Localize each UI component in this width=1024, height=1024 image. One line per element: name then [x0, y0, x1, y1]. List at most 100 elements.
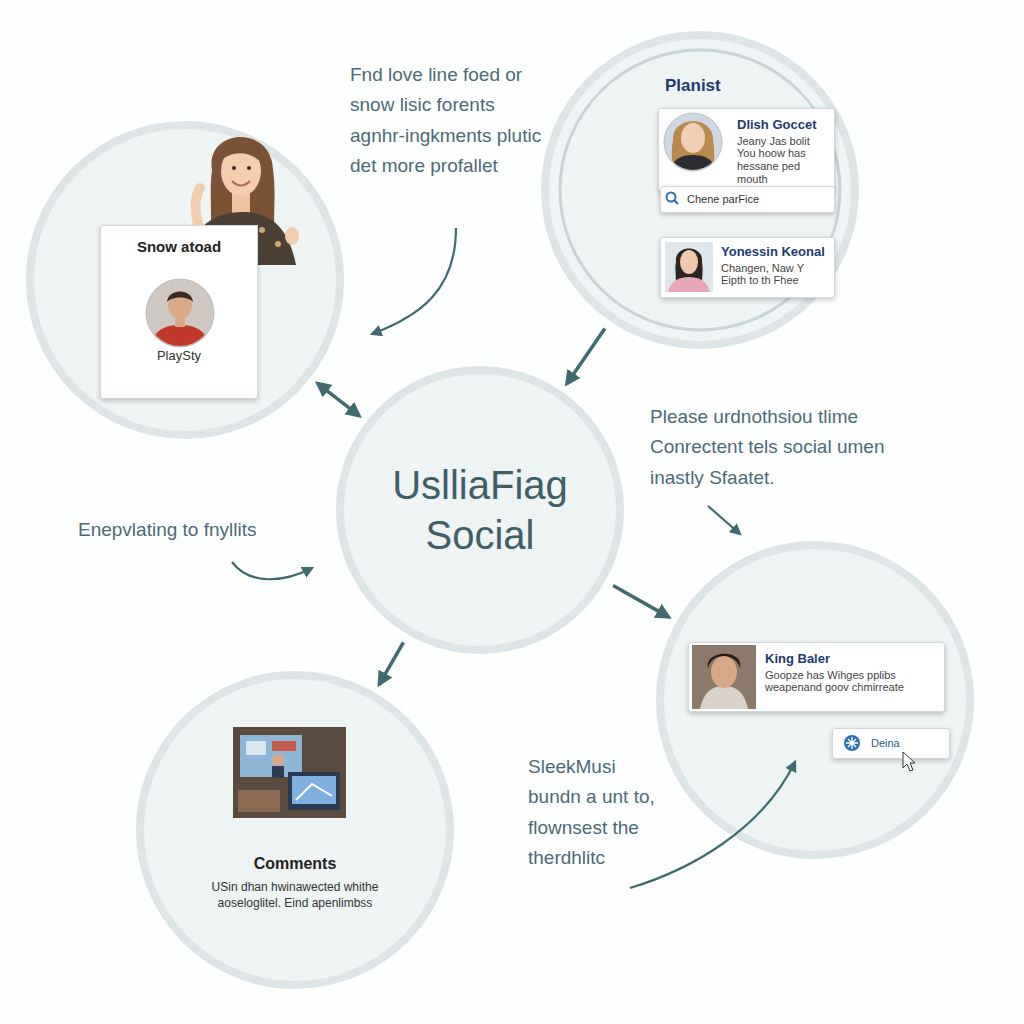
avatar-photo [681, 123, 705, 153]
circle-fill [660, 545, 970, 855]
search-box: Chene parFice [660, 186, 835, 213]
avatar-photo [664, 113, 722, 175]
leader-arrows [232, 228, 795, 888]
section-heading: Comments [254, 854, 337, 873]
card-name: Yonessin Keonal [721, 244, 828, 260]
mouse-cursor [903, 752, 915, 771]
avatar-photo [167, 292, 193, 303]
office-photo [292, 776, 336, 804]
circle-fill [30, 125, 340, 435]
woman-photo [202, 235, 208, 241]
avatar-photo [692, 645, 756, 709]
annotation: SleekMusi bundn a unt to, flownsest the … [528, 752, 668, 874]
button-icon [846, 737, 858, 749]
connector-group [317, 328, 668, 684]
avatar-photo [668, 277, 710, 292]
avatar-photo [708, 654, 741, 668]
button-icon [844, 735, 860, 751]
avatar-photo [665, 242, 713, 292]
annotation-box: Please urdnothsiou tlime Conrectent tels… [650, 402, 895, 493]
office-photo [246, 741, 266, 755]
avatar-photo [711, 656, 737, 688]
woman-photo [232, 166, 236, 170]
annotation: Fnd love line foed or snow lisic forents… [350, 60, 550, 182]
annotation: Please urdnothsiou tlime Conrectent tels… [650, 402, 895, 493]
woman-photo [285, 227, 299, 245]
connector-arrow [567, 328, 605, 383]
avatar-photo [670, 121, 716, 175]
leader-arrows [232, 562, 312, 579]
feature-circle: CommentsUSin dhan hwinawected whithe aos… [135, 670, 455, 990]
card-name: King Baler [765, 651, 936, 667]
woman-photo [219, 144, 263, 165]
search-icon [667, 193, 676, 202]
avatar-photo [668, 121, 718, 175]
connector-arrow [613, 585, 669, 617]
search-icon [674, 200, 678, 204]
woman-photo [275, 241, 281, 247]
circle-outline [135, 670, 455, 990]
avatar-photo [146, 279, 214, 347]
woman-photo [259, 227, 265, 233]
mouse-cursor [903, 752, 915, 771]
woman-photo [196, 188, 202, 240]
avatar-photo [150, 325, 210, 350]
avatar-photo [668, 155, 718, 175]
profile-card: Yonessin KeonalChangen, Naw Y Eipth to t… [660, 237, 835, 298]
office-photo [272, 754, 284, 766]
circle-fill [340, 370, 620, 650]
profile-card: Dlish GoccetJeany Jas bolit You hoow has… [658, 108, 835, 192]
office-photo [238, 790, 280, 812]
woman-photo [232, 181, 250, 186]
card-body: Jeany Jas bolit You hoow has hessane ped… [737, 135, 828, 186]
annotation-box: Enepvlating to fnyllits [78, 515, 318, 545]
office-photo [240, 735, 302, 777]
avatar-photo [680, 250, 698, 274]
office-photo [296, 784, 332, 800]
leader-arrows [630, 762, 795, 888]
button-label: Deina [871, 737, 941, 750]
office-photo [272, 741, 296, 751]
leader-arrows [708, 506, 740, 534]
leader-arrows [372, 228, 456, 334]
avatar-photo [150, 291, 210, 350]
office-photo [288, 772, 340, 810]
action-button: Deina [832, 728, 950, 759]
avatar-photo [665, 242, 713, 292]
card-body: Changen, Naw Y Eipth to th Fhee [721, 262, 828, 287]
woman-photo [219, 225, 225, 231]
annotation: Enepvlating to fnyllits [78, 515, 318, 545]
feature-circle: King BalerGoopze has Wihges pplibs weape… [655, 540, 975, 860]
woman-photo [232, 192, 250, 218]
woman-photo [184, 212, 296, 265]
panel-heading: Planist [665, 76, 860, 96]
office-photo [233, 727, 346, 818]
card-body: Goopze has Wihges pplibs weapenand goov … [765, 669, 936, 694]
avatar-photo [700, 686, 748, 709]
search-icon [667, 193, 679, 205]
woman-photo [184, 137, 299, 265]
avatar-photo [175, 318, 185, 327]
section-body: USin dhan hwinawected whithe aoseloglite… [200, 879, 390, 911]
card-subtitle: PlaySty [107, 348, 251, 364]
avatar-photo [674, 249, 704, 289]
circle-fill [140, 675, 450, 985]
search-text: Chene parFice [687, 193, 828, 206]
profile-card: King BalerGoopze has Wihges pplibs weape… [688, 642, 945, 712]
annotation-box: SleekMusi bundn a unt to, flownsest the … [528, 752, 668, 874]
avatar-photo [146, 279, 214, 350]
woman-photo [247, 166, 251, 170]
hub-circle: UslliaFiag Social [335, 365, 625, 655]
card-name: Snow atoad [107, 238, 251, 256]
profile-card: Snow atoadPlaySty [100, 225, 258, 399]
woman-photo [204, 137, 282, 255]
feature-circle: PlanistDlish GoccetJeany Jas bolit You h… [540, 30, 860, 350]
feature-circle: Snow atoadPlaySty [25, 120, 345, 440]
card-name: Dlish Goccet [737, 117, 828, 133]
avatar-photo [692, 645, 756, 709]
hub-title: UslliaFiag Social [335, 460, 625, 560]
button-icon [844, 735, 860, 751]
office-photo [272, 766, 284, 778]
avatar-photo [664, 113, 722, 171]
